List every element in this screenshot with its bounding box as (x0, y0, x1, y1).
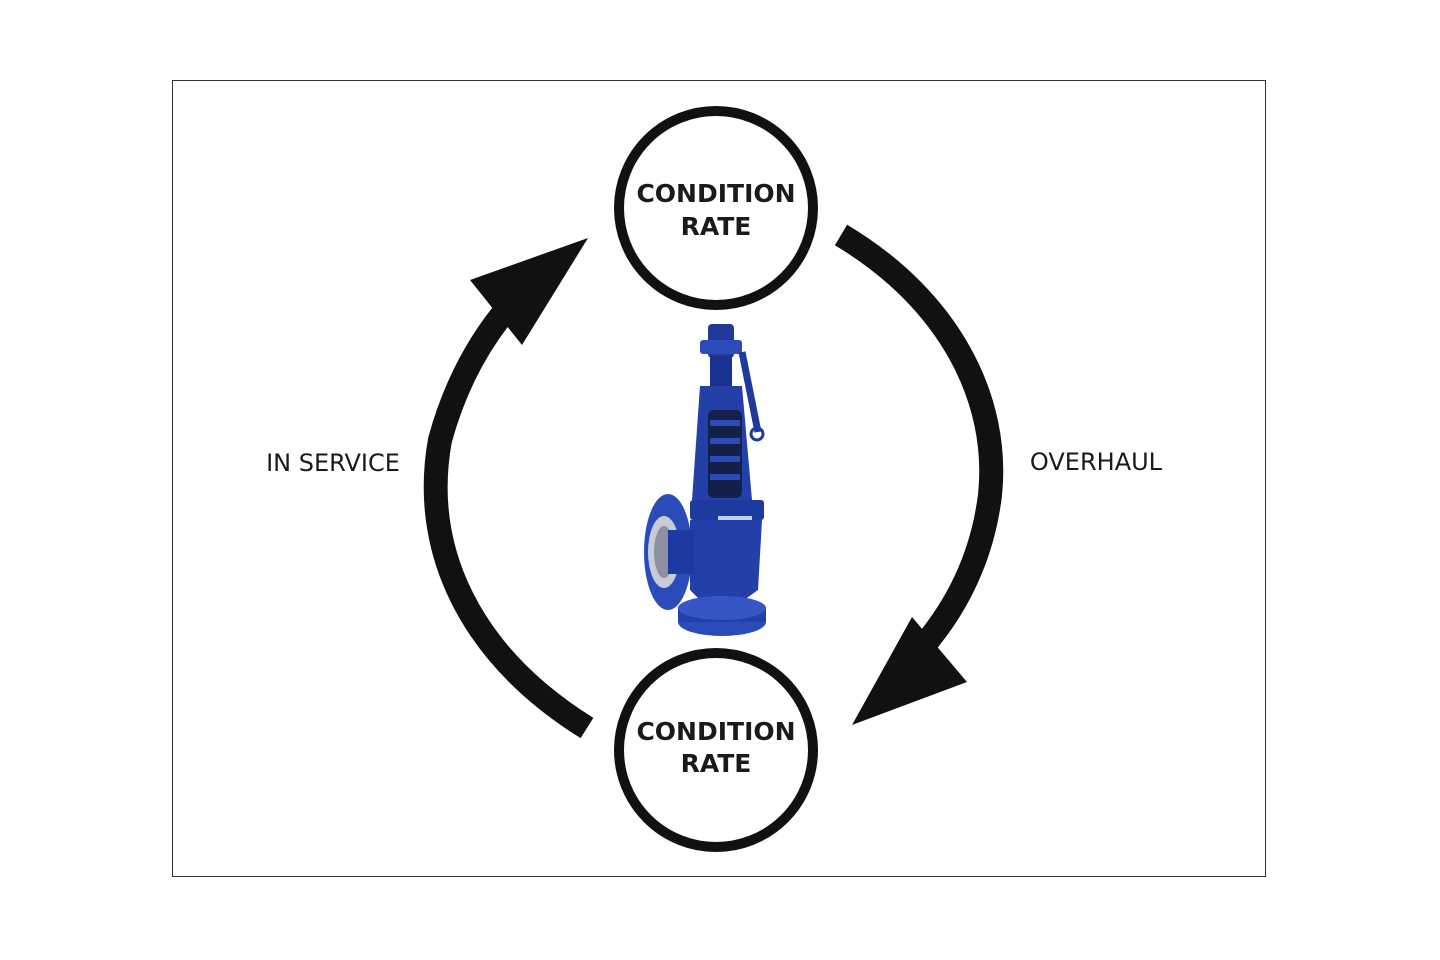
bottom-condition-node: CONDITION RATE (614, 648, 818, 852)
overhaul-arrowhead (852, 617, 967, 725)
top-condition-node: CONDITION RATE (614, 106, 818, 310)
overhaul-arc (834, 224, 1004, 658)
in-service-label: IN SERVICE (266, 449, 400, 477)
bottom-node-line1: CONDITION (636, 717, 795, 746)
safety-valve-image (644, 324, 766, 636)
bottom-node-line2: RATE (681, 749, 752, 778)
diagram-frame (172, 80, 1266, 877)
top-node-line1: CONDITION (636, 179, 795, 208)
in-service-arc (423, 297, 594, 739)
top-node-line2: RATE (681, 212, 752, 241)
overhaul-label: OVERHAUL (1030, 448, 1163, 476)
in-service-arrowhead (470, 238, 588, 345)
